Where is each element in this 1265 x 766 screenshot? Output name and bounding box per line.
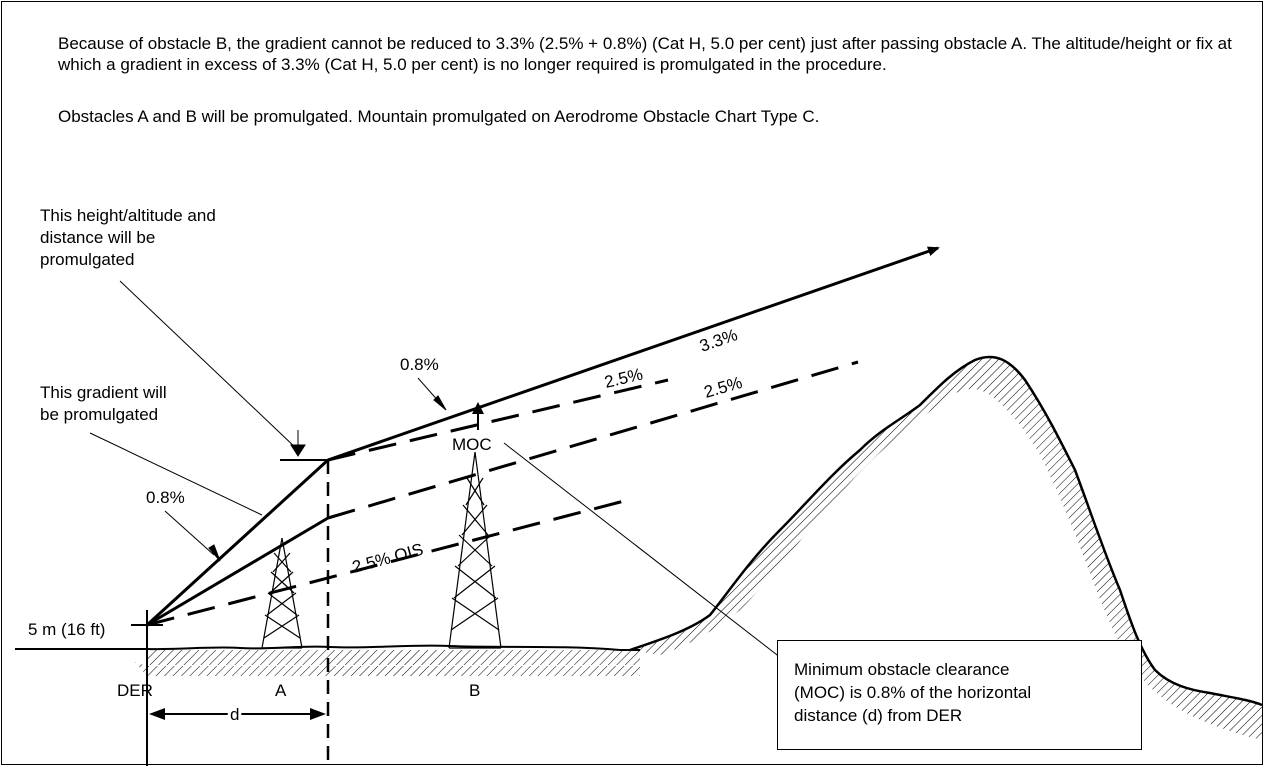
callout-height-line-3: promulgated [40,250,135,269]
gradient-initial-label: 0.8% [146,488,185,507]
mountain [629,355,1263,740]
lower-gradient-line [146,516,329,627]
der-label: DER [117,681,153,700]
callout-gradient-line-1: This gradient will [40,383,167,402]
climb-line-3-3 [327,246,940,462]
leader-lines [89,280,791,666]
ois-line-upper-1 [327,378,669,462]
promulgation-paragraph: Obstacles A and B will be promulgated. M… [58,107,820,126]
callout-gradient-line-2: be promulgated [40,405,158,424]
svg-text:be promulgated: be promulgated [40,405,158,424]
svg-text:promulgated: promulgated [40,250,135,269]
ois-lower-label: 2.5% OIS [350,540,425,577]
callout-height-line-1: This height/altitude and [40,206,216,225]
obstacle-a-tower [261,537,303,649]
svg-text:distance will be: distance will be [40,228,155,247]
moc-note-box: Minimum obstacle clearance (MOC) is 0.8%… [777,640,1142,750]
moc-note-line-2: (MOC) is 0.8% of the horizontal [794,683,1032,702]
obstacle-b-tower [448,451,502,649]
der-height-label: 5 m (16 ft) [28,620,105,639]
ground [15,644,640,676]
callout-height-line-2: distance will be [40,228,155,247]
svg-text:This gradient will: This gradient will [40,383,167,402]
distance-arrow-right-icon [310,708,326,720]
explanation-paragraph: Because of obstacle B, the gradient cann… [58,34,1232,74]
svg-text:This height/altitude and: This height/altitude and [40,206,216,225]
obstacle-b-label: B [469,681,480,700]
moc-arrowhead-icon [472,402,484,414]
obstacle-a-label: A [275,681,287,700]
distance-label: d [230,705,239,724]
gradient-upper-label: 0.8% [400,355,439,374]
moc-note-line-1: Minimum obstacle clearance [794,660,1010,679]
moc-note-line-3: distance (d) from DER [794,706,963,725]
gradient-line-steep [145,458,330,627]
distance-arrow-left-icon [149,708,165,720]
ois-line-upper-2 [327,360,859,520]
moc-label: MOC [452,435,492,454]
